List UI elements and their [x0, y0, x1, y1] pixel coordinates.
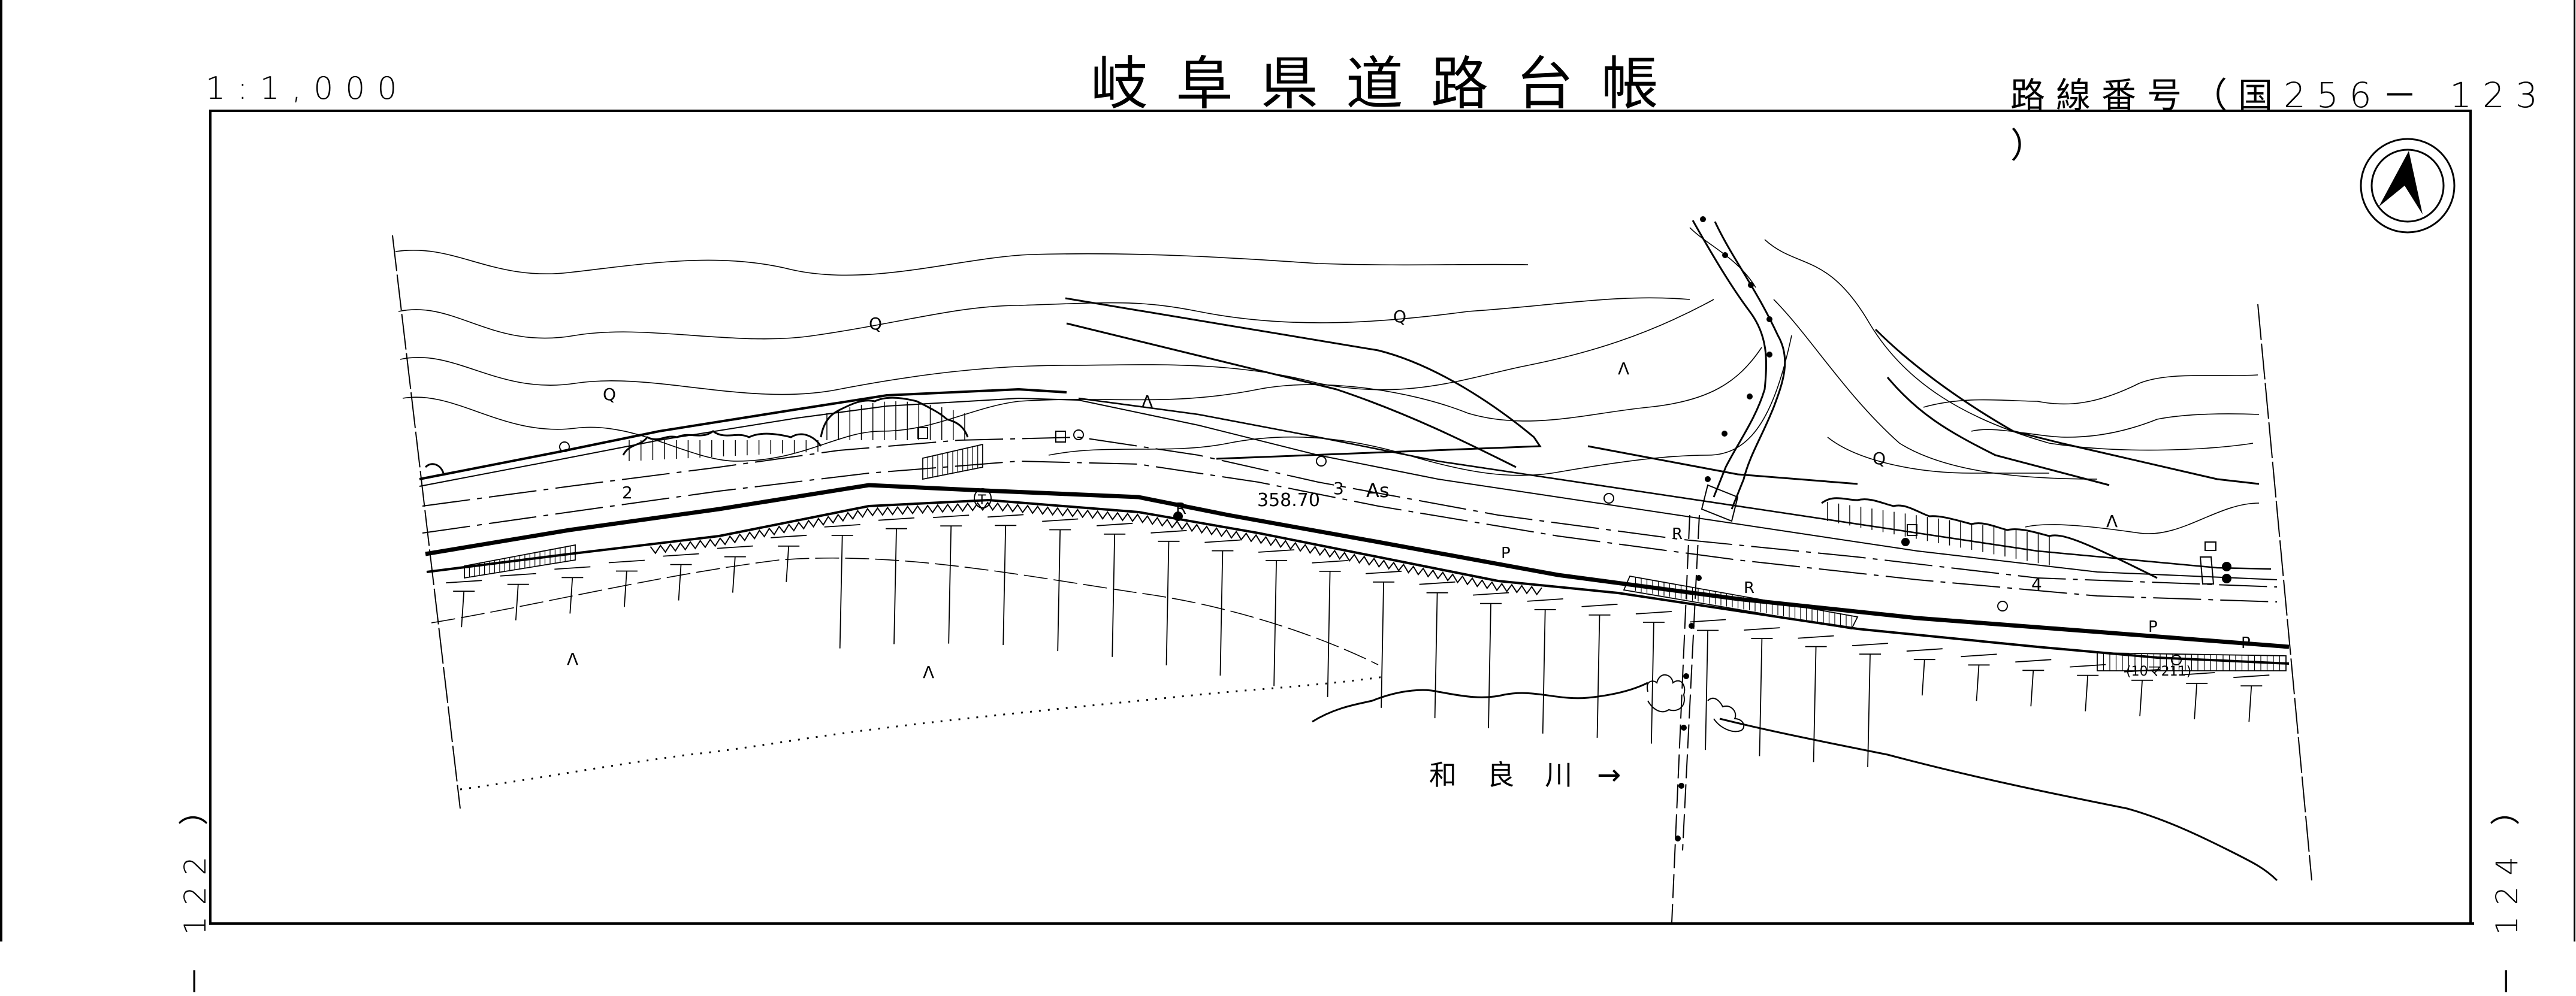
page-title: 岐阜県道路台帳 [1091, 50, 1686, 117]
surface-type-label: As [1366, 479, 1390, 502]
marker-r-2: R [1672, 525, 1683, 543]
slope-tick [500, 573, 536, 620]
slope-tick [1852, 643, 1889, 767]
sheet-edge-right [2574, 0, 2575, 941]
slope-tick [1581, 604, 1618, 738]
section-number-2: 2 [622, 483, 633, 502]
slope-tick [1635, 611, 1672, 744]
tree-symbol: Q [1393, 307, 1406, 326]
vegetation-scallops [424, 396, 2158, 579]
slope-tick [446, 580, 482, 628]
section-number-3: 3 [1333, 479, 1344, 498]
side-road-points [1675, 216, 1772, 841]
contour-lines [395, 227, 2260, 534]
marker-p-1: P [1501, 544, 1511, 562]
road-centerline [422, 436, 2278, 603]
slope-tick [1961, 653, 1997, 701]
river-bank [1312, 682, 2278, 882]
survey-boundary [392, 235, 2312, 881]
svg-text:T: T [977, 493, 986, 508]
field-boundary [460, 676, 1385, 791]
tree-symbol: Q [1873, 449, 1886, 468]
sheet-edge-left [0, 0, 2, 941]
slope-tick [1312, 560, 1348, 697]
slope-tick [1097, 522, 1133, 657]
slope-tick [2015, 659, 2052, 707]
road-map-drawing: 2 3 4 358.70 As (10マ211) R R R P P P T Q… [392, 138, 2456, 923]
conifer-symbol: Λ [1141, 392, 1153, 411]
forest-road [1065, 297, 2260, 486]
marker-r-3: R [1744, 579, 1754, 597]
conifer-symbol: Λ [567, 649, 578, 669]
retaining-wall-grid-lines [469, 445, 2281, 671]
conifer-symbol: Λ [2106, 511, 2118, 531]
conifer-symbol: Λ [1618, 359, 1629, 379]
slope-tick [608, 559, 645, 607]
river-name: 和 良 川 [1429, 759, 1583, 791]
slope-tick [2233, 674, 2270, 722]
slope-tick [987, 514, 1024, 646]
map-frame-bottom [209, 922, 2474, 925]
tree-symbol: Q [603, 385, 616, 404]
north-arrow-icon [2360, 138, 2456, 234]
slope-tick [1690, 619, 1726, 750]
manhole-icons [1173, 511, 2231, 583]
slope-tick [824, 524, 860, 649]
road-annotation: (10マ211) [2126, 664, 2191, 679]
slope-tick [1419, 581, 1455, 719]
side-road [1671, 220, 1786, 923]
slope-tick [1906, 648, 1943, 696]
slope-zigzag [650, 501, 1542, 596]
conifer-symbol: Λ [923, 662, 934, 682]
route-number: 路線番号（国256－ 123 ） [2010, 75, 2548, 166]
slope-tick [1527, 598, 1563, 734]
slope-tick [2070, 664, 2106, 712]
riverbank-vegetation [1647, 674, 1745, 732]
slope-tick [1472, 592, 1509, 729]
map-labels: 2 3 4 358.70 As (10マ211) R R R P P P T Q… [567, 307, 2251, 792]
slope-tick [1366, 570, 1402, 708]
slope-tick [1744, 627, 1780, 756]
river-flow-arrow: → [1597, 758, 1621, 792]
slope-tick [717, 545, 753, 593]
slope-tick [1798, 635, 1834, 762]
map-frame [209, 110, 2472, 924]
lower-terrace-line [431, 557, 1379, 665]
slope-tick [1150, 529, 1187, 665]
elevation-label: 358.70 [1257, 490, 1320, 511]
road-south-edge [425, 483, 2290, 649]
slope-tick [663, 553, 699, 601]
guardrail-line [426, 498, 2290, 665]
slope-tick [933, 514, 970, 644]
marker-p-2: P [2148, 618, 2158, 636]
marker-p-3: P [2241, 634, 2251, 652]
slope-tick [878, 517, 915, 644]
slope-tick [554, 566, 591, 614]
telephone-marker: T [974, 488, 992, 508]
tree-symbol: Q [869, 314, 882, 334]
slope-tick [1204, 539, 1241, 676]
slope-tick [1258, 549, 1295, 686]
map-scale: 1:1,000 [206, 71, 409, 107]
slope-tick [1042, 518, 1079, 652]
slope-tick [771, 534, 807, 582]
vegetation-scallop-ribs [629, 401, 2050, 565]
road-north-edge [419, 387, 2278, 580]
section-number-4: 4 [2031, 574, 2042, 594]
utility-pole-icons [559, 427, 2216, 665]
slope-tick [2179, 672, 2215, 720]
